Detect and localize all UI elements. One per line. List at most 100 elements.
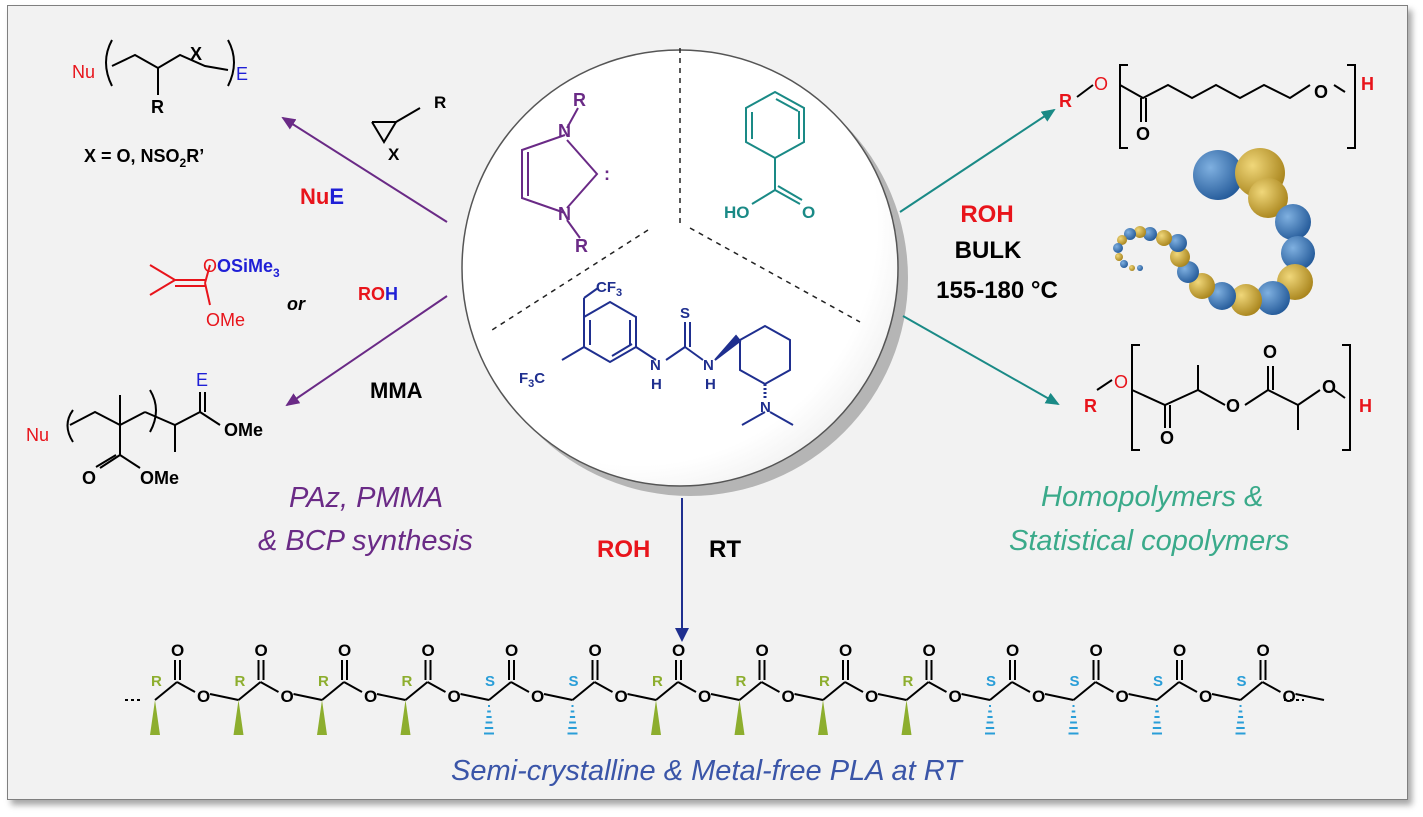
stereo-label: R	[151, 673, 162, 690]
stereo-label: R	[652, 673, 663, 690]
thiourea-n2: N	[703, 357, 714, 374]
ester-o: O	[782, 687, 795, 706]
backbone-bond	[1044, 693, 1074, 701]
backbone-bond	[1128, 693, 1158, 701]
copolymer-ball	[1281, 236, 1315, 270]
silyl-ketene-acetal	[149, 264, 211, 306]
right-caption-line2: Statistical copolymers	[1009, 525, 1289, 557]
ester-o: O	[448, 687, 461, 706]
wedge-bond	[818, 700, 828, 735]
ester-o: O	[197, 687, 210, 706]
thiourea-h2: H	[705, 376, 716, 393]
backbone-bond	[844, 681, 864, 693]
copolymer-ball	[1113, 243, 1123, 253]
copolymer-ball	[1230, 284, 1262, 316]
copolymer-ball	[1156, 230, 1172, 246]
right-caption-line1: Homopolymers &	[1041, 481, 1263, 513]
copolymer-ball	[1124, 228, 1136, 240]
ester-o: O	[281, 687, 294, 706]
thiourea-n1: N	[650, 357, 661, 374]
ester-o: O	[531, 687, 544, 706]
wedge-bond	[150, 700, 160, 735]
ester-o: O	[698, 687, 711, 706]
pe-nu: Nu	[72, 62, 95, 82]
backbone-bond	[176, 681, 196, 693]
arrow-to-pmma	[285, 295, 448, 407]
pla-mid-o: O	[1226, 396, 1240, 416]
pla-structure	[1096, 344, 1351, 451]
backbone-bond	[321, 681, 345, 701]
thiourea-s: S	[680, 305, 690, 322]
stereo-label: S	[986, 673, 996, 690]
divider-right	[689, 227, 861, 323]
ester-o: O	[949, 687, 962, 706]
wedge-bond	[400, 700, 411, 735]
x-definition: X = O, NSO2R’	[84, 146, 204, 170]
copolymer-ball	[1115, 253, 1123, 261]
pla-r: R	[1084, 396, 1097, 416]
backbone-bond	[1072, 681, 1097, 701]
backbone-bond	[794, 693, 824, 701]
copolymer-ball	[1129, 265, 1135, 271]
backbone-bond	[989, 681, 1013, 701]
backbone-bond	[1295, 693, 1325, 701]
catalyst-circle	[461, 48, 908, 496]
copolymer-ball	[1120, 260, 1128, 268]
backbone-bond	[877, 693, 907, 701]
backbone-bond	[738, 681, 763, 701]
backbone-bond	[655, 681, 679, 701]
roh-right: ROH	[960, 201, 1013, 228]
stereo-label: R	[736, 673, 747, 690]
backbone-bond	[822, 681, 846, 701]
backbone-bond	[543, 693, 573, 701]
stereo-label: S	[1070, 673, 1080, 690]
nhc-colon: :	[604, 164, 610, 184]
backbone-bond	[209, 693, 239, 701]
backbone-bond	[510, 681, 530, 693]
thiourea-nme2: N	[760, 399, 771, 416]
arrow-to-polyether	[281, 116, 448, 223]
pla-stereo-chain: OOROOROOROOROOSOOSOOROOROOROOROOSOOSOOSO…	[125, 641, 1325, 735]
backbone-bond	[710, 693, 740, 701]
cf3-left: F3C	[519, 370, 545, 390]
backbone-bond	[237, 681, 262, 701]
acid-ho: HO	[724, 203, 750, 222]
pmma-ester-ome: OMe	[140, 468, 179, 488]
copolymer-ball	[1193, 150, 1243, 200]
wedge-bond	[734, 700, 745, 735]
carbonyl-o: O	[923, 641, 936, 660]
pla-o1: O	[1114, 372, 1128, 392]
pe-r: R	[151, 97, 164, 117]
backbone-bond	[1095, 681, 1114, 693]
epoxide-structure	[371, 107, 421, 144]
copolymer-ball	[1169, 234, 1187, 252]
backbone-bond	[343, 681, 363, 693]
epoxide-x: X	[388, 145, 400, 164]
pla-h: H	[1359, 396, 1372, 416]
copolymer-ball	[1143, 227, 1157, 241]
bottom-caption: Semi-crystalline & Metal-free PLA at RT	[451, 755, 964, 787]
acid-o: O	[802, 203, 815, 222]
left-caption-line2: & BCP synthesis	[258, 525, 473, 557]
stereo-label: S	[1237, 673, 1247, 690]
copolymer-ball	[1208, 282, 1236, 310]
carbonyl-o: O	[338, 641, 351, 660]
pcl-h: H	[1361, 74, 1374, 94]
carbonyl-o: O	[505, 641, 518, 660]
backbone-bond	[1011, 681, 1031, 693]
nhc-catalyst	[521, 107, 599, 239]
stereo-label: R	[402, 673, 413, 690]
backbone-bond	[1262, 681, 1281, 693]
backbone-bond	[961, 693, 991, 701]
left-caption-line1: PAz, PMMA	[289, 482, 443, 514]
backbone-bond	[154, 681, 178, 701]
pcl-o1: O	[1094, 74, 1108, 94]
ester-o: O	[865, 687, 878, 706]
carbonyl-o: O	[255, 641, 268, 660]
stereo-label: R	[235, 673, 246, 690]
backbone-bond	[928, 681, 947, 693]
wedge-bond	[901, 700, 912, 735]
benzoic-acid	[745, 90, 805, 205]
stereo-label: R	[903, 673, 914, 690]
